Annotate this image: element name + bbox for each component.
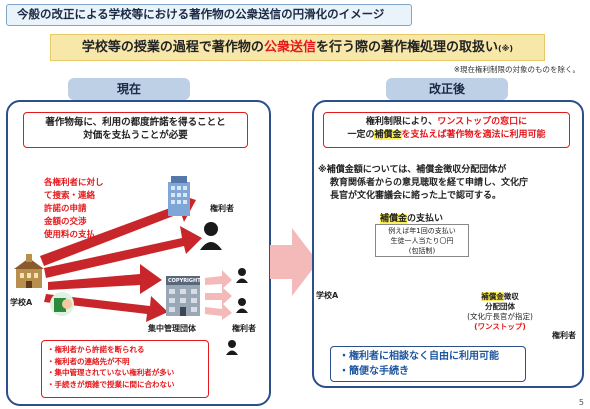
org-line-4: (ワンストップ) (474, 322, 526, 331)
org-suffix: 徴収 (503, 292, 519, 301)
current-requirement-bubble: 著作物毎に、利用の都度許諾を得ることと 対価を支払うことが必要 (23, 112, 248, 148)
page-title: 今般の改正による学校等における著作物の公衆送信の円滑化のイメージ (6, 4, 412, 26)
payment-suffix: の支払い (407, 214, 444, 224)
tab-after: 改正後 (386, 78, 508, 100)
payment-label: 補償金の支払い (380, 211, 443, 224)
current-bubble-line1: 著作物毎に、利用の都度許諾を得ることと (45, 117, 226, 128)
step-item: 金額の交渉 (44, 217, 87, 227)
arrow-to-collective-2 (44, 294, 168, 322)
subtitle-emphasis: 公衆送信 (263, 40, 316, 55)
rightholder-label-current: 権利者 (210, 204, 234, 213)
current-pink-arrows (205, 270, 232, 320)
step-item: 許諾の申請 (44, 204, 87, 214)
payment-example-box: 例えば年1回の支払い 生徒一人当たり〇円 (包括制) (375, 224, 469, 257)
approval-line: 長官が文化審議会に諮った上で認可する。 (330, 191, 502, 201)
approval-line: 教育関係者からの意見聴取を経て申請し、文化庁 (330, 178, 529, 188)
bubble-text: 権利制限により、 (365, 117, 438, 127)
bubble-text: 一定の (347, 130, 375, 140)
step-item: 使用料の支払 (44, 230, 96, 240)
subtitle-suffix: を行う際の著作権処理の取扱い (315, 40, 498, 55)
rightholder-label-current-2: 権利者 (232, 324, 256, 333)
tab-current: 現在 (68, 78, 190, 100)
org-highlight: 補償金 (481, 292, 504, 301)
payment-highlight: 補償金 (380, 214, 408, 224)
problem-item: ・手続きが煩雑で授業に間に合わない (47, 379, 175, 389)
bubble-emphasis: ワンストップの窓口に (437, 117, 528, 127)
payment-example-line: 例えば年1回の支払い (388, 227, 456, 235)
payment-example-line: (包括制) (408, 247, 436, 255)
company-building-icon (168, 176, 190, 216)
after-bubble-line2: 一定の補償金を支払えば著作物を適法に利用可能 (324, 129, 569, 142)
benefit-item: ・権利者に相談なく自由に利用可能 (339, 351, 499, 362)
transition-arrow (270, 228, 318, 296)
rightholder-person-icon (200, 222, 222, 250)
org-line-3: (文化庁長官が指定) (467, 312, 533, 321)
current-red-arrows (40, 193, 202, 322)
step-item: 各権利者に対し (44, 178, 104, 188)
step-item: て捜索・連絡 (44, 191, 96, 201)
collective-org-building-icon (166, 276, 200, 316)
bubble-highlight: 補償金 (374, 130, 402, 140)
compensation-approval-note: ※補償金額については、補償金徴収分配団体が 教育関係者からの意見聴取を経て申請し… (318, 164, 580, 203)
person-icon (236, 268, 248, 283)
subtitle-note-mark: (※) (497, 44, 514, 53)
problem-item: ・権利者から許諾を断られる (47, 345, 145, 354)
problem-item: ・集中管理されていない権利者が多い (47, 368, 175, 377)
school-a-label-after: 学校A (316, 291, 339, 300)
after-summary-bubble: 権利制限により、ワンストップの窓口に 一定の補償金を支払えば著作物を適法に利用可… (323, 112, 570, 148)
payment-example-line: 生徒一人当たり〇円 (390, 237, 454, 245)
subtitle-prefix: 学校等の授業の過程で著作物の (81, 40, 264, 55)
org-line-2: 分配団体 (485, 302, 515, 311)
person-icon (226, 340, 238, 355)
exclusion-note: ※現在権利制限の対象のものを除く。 (453, 65, 580, 74)
current-bubble-line2: 対価を支払うことが必要 (83, 130, 188, 141)
problem-item: ・権利者の連絡先が不明 (47, 356, 130, 366)
school-a-icon-current (14, 254, 44, 288)
copyright-sign: COPYRIGHT (168, 278, 201, 284)
person-icon (236, 298, 248, 313)
page-number: 5 (578, 398, 584, 407)
arrow-to-collective-1 (48, 264, 162, 294)
subtitle: 学校等の授業の過程で著作物の公衆送信を行う際の著作権処理の取扱い(※) (50, 34, 545, 61)
rightholder-small-icons (226, 268, 248, 355)
benefit-item: ・簡便な手続き (339, 366, 409, 377)
current-problems-box: ・権利者から許諾を断られる ・権利者の連絡先が不明 ・集中管理されていない権利者… (41, 340, 209, 398)
after-bubble-line1: 権利制限により、ワンストップの窓口に (324, 116, 569, 129)
approval-line: ※補償金額については、補償金徴収分配団体が (318, 165, 507, 175)
collective-org-label: 集中管理団体 (148, 324, 196, 333)
arrow-to-rightholder-2 (44, 226, 202, 278)
bubble-emphasis: を支払えば著作物を適法に利用可能 (401, 130, 546, 140)
teacher-icon-current (50, 292, 74, 316)
after-benefits-box: ・権利者に相談なく自由に利用可能 ・簡便な手続き (330, 346, 526, 382)
org-line-1: 補償金徴収 (460, 292, 540, 302)
compensation-org-label: 補償金徴収 分配団体 (文化庁長官が指定) (ワンストップ) (460, 292, 540, 332)
school-a-label-current: 学校A (10, 298, 33, 307)
per-rightholder-steps: 各権利者に対し て捜索・連絡 許諾の申請 金額の交渉 使用料の支払 (44, 177, 124, 242)
rightholder-label-after: 権利者 (552, 331, 576, 340)
arrow-to-rightholder-1 (40, 193, 196, 266)
